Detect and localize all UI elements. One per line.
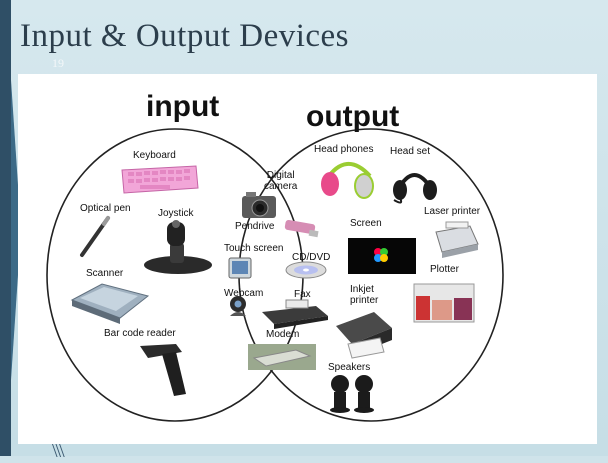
speakers-icon bbox=[330, 375, 374, 413]
barcode-reader-icon bbox=[140, 344, 186, 396]
speakers-label: Speakers bbox=[328, 362, 370, 373]
touch-screen-icon bbox=[229, 258, 251, 278]
cd-dvd-icon bbox=[286, 262, 326, 278]
input-heading: input bbox=[146, 90, 219, 124]
screen-label: Screen bbox=[350, 218, 382, 229]
keyboard-label: Keyboard bbox=[133, 150, 176, 161]
digital-camera-icon bbox=[242, 192, 276, 218]
keyboard-icon bbox=[122, 166, 198, 193]
pendrive-label: Pendrive bbox=[235, 221, 274, 232]
headset-icon bbox=[393, 175, 437, 203]
headset-label: Head set bbox=[390, 146, 430, 157]
decorative-slashes: \\\ bbox=[52, 440, 63, 463]
output-heading: output bbox=[306, 100, 399, 134]
plotter-label: Plotter bbox=[430, 264, 459, 275]
joystick-label: Joystick bbox=[158, 208, 194, 219]
scanner-label: Scanner bbox=[86, 268, 123, 279]
optical-pen-label: Optical pen bbox=[80, 203, 131, 214]
inkjet-printer-icon bbox=[336, 312, 392, 358]
headphones-icon bbox=[321, 164, 373, 198]
barcode-reader-label: Bar code reader bbox=[104, 328, 176, 339]
pendrive-icon bbox=[284, 219, 318, 237]
scanner-icon bbox=[72, 284, 148, 324]
digital-camera-label: Digital camera bbox=[264, 170, 297, 192]
modem-icon bbox=[248, 344, 316, 370]
joystick-icon bbox=[144, 220, 212, 274]
modem-label: Modem bbox=[266, 329, 299, 340]
webcam-label: Webcam bbox=[224, 288, 263, 299]
optical-pen-icon bbox=[82, 218, 108, 255]
plotter-icon bbox=[414, 284, 474, 322]
touch-screen-label: Touch screen bbox=[224, 243, 283, 254]
fax-icon bbox=[262, 300, 328, 329]
inkjet-printer-label: Inkjet printer bbox=[350, 284, 378, 306]
screen-icon bbox=[348, 238, 416, 274]
laser-printer-label: Laser printer bbox=[424, 206, 480, 217]
headphones-label: Head phones bbox=[314, 144, 374, 155]
cd-dvd-label: CD/DVD bbox=[292, 252, 330, 263]
laser-printer-icon bbox=[436, 222, 478, 258]
fax-label: Fax bbox=[294, 289, 311, 300]
